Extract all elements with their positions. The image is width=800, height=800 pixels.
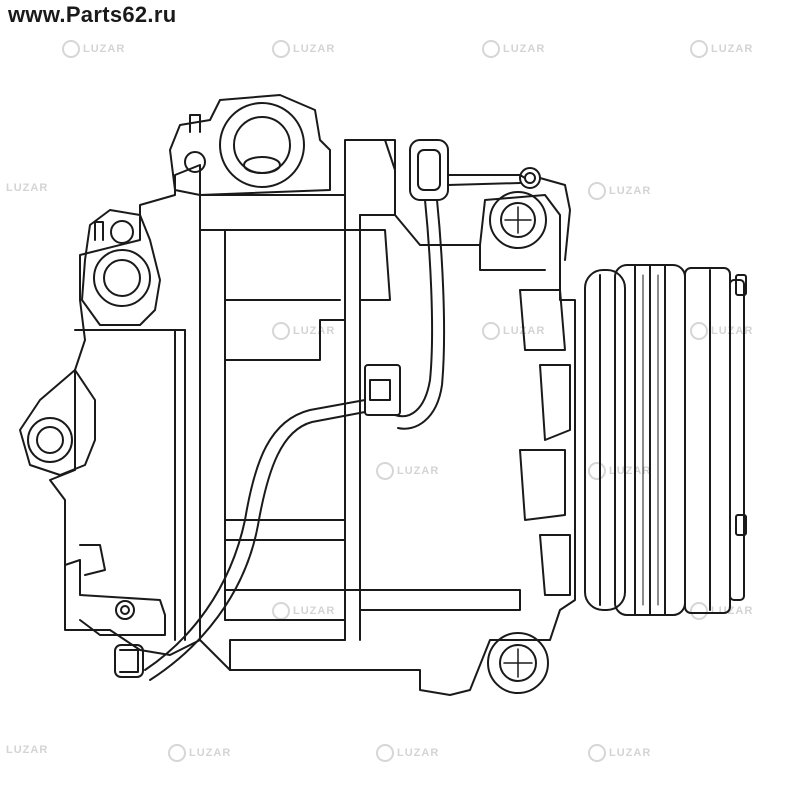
luzar-watermark: LUZAR bbox=[6, 744, 49, 756]
luzar-watermark: LUZAR bbox=[376, 462, 439, 480]
mounting-boss-upper bbox=[489, 191, 547, 249]
luzar-watermark: LUZAR bbox=[272, 322, 335, 340]
site-watermark-label: www.Parts62.ru bbox=[8, 2, 177, 27]
mounting-boss-lower bbox=[487, 632, 549, 694]
discharge-port bbox=[81, 209, 161, 326]
luzar-watermark: LUZAR bbox=[588, 744, 651, 762]
luzar-watermark: LUZAR bbox=[588, 462, 651, 480]
wire-harness bbox=[114, 199, 446, 681]
luzar-watermark: LUZAR bbox=[62, 40, 125, 58]
luzar-watermark: LUZAR bbox=[272, 40, 335, 58]
luzar-watermark: LUZAR bbox=[376, 744, 439, 762]
suction-port bbox=[169, 94, 331, 196]
electrical-connector bbox=[409, 139, 571, 261]
luzar-watermark: LUZAR bbox=[690, 322, 753, 340]
luzar-watermark: LUZAR bbox=[6, 182, 49, 194]
rear-bracket bbox=[64, 544, 166, 636]
luzar-watermark: LUZAR bbox=[482, 40, 545, 58]
luzar-watermark: LUZAR bbox=[168, 744, 231, 762]
clutch-pulley bbox=[584, 264, 747, 616]
housing-tabs bbox=[519, 289, 571, 596]
mounting-ear-left bbox=[19, 369, 96, 476]
luzar-watermark: LUZAR bbox=[690, 40, 753, 58]
luzar-watermark: LUZAR bbox=[588, 182, 651, 200]
